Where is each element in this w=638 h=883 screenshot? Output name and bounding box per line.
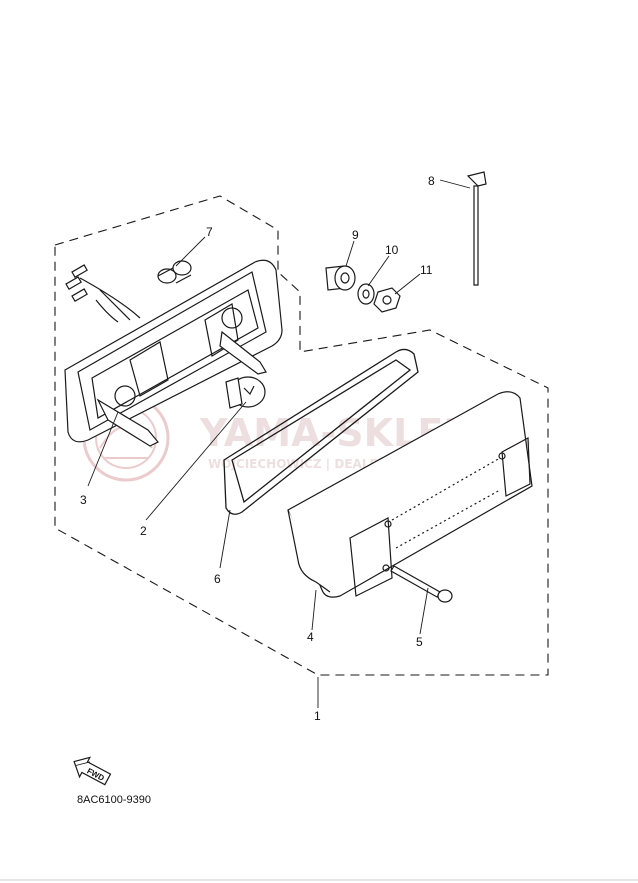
leader-lines	[87, 179, 471, 708]
part-4-lens	[287, 391, 533, 598]
leader-9	[345, 240, 355, 267]
leader-5	[419, 587, 429, 635]
fwd-arrow-icon: FWD	[73, 756, 112, 786]
callout-2: 2	[140, 524, 147, 538]
part-code: 8AC6100-9390	[77, 794, 152, 806]
callout-4: 4	[307, 630, 314, 644]
callout-3: 3	[80, 493, 87, 507]
callouts: 1 2 3 4 5 6 7 8 9 10 11	[80, 174, 435, 723]
leader-10	[367, 255, 390, 287]
leader-7	[175, 236, 206, 267]
part-10-washer	[357, 283, 375, 305]
callout-6: 6	[214, 572, 221, 586]
part-2-bulb	[225, 376, 266, 409]
leader-2	[145, 401, 247, 521]
callout-8: 8	[428, 174, 435, 188]
callout-10: 10	[385, 243, 399, 257]
callout-9: 9	[352, 228, 359, 242]
part-8-cable-tie	[466, 171, 487, 286]
callout-5: 5	[416, 635, 423, 649]
callout-7: 7	[206, 225, 213, 239]
assembly-boundary-dashed	[54, 195, 549, 676]
part-11-nut	[373, 287, 401, 313]
part-3-lamp-housing	[64, 259, 283, 447]
leader-3	[87, 411, 119, 487]
leader-6	[219, 509, 231, 569]
leader-4	[311, 589, 317, 631]
part-5-screw	[390, 565, 453, 603]
callout-1: 1	[314, 709, 321, 723]
bottom-divider	[0, 879, 638, 881]
leader-11	[394, 273, 421, 295]
leader-8	[439, 179, 471, 189]
callout-11: 11	[420, 263, 433, 277]
part-7-grommet	[157, 260, 192, 284]
part-9-collar	[325, 265, 356, 291]
